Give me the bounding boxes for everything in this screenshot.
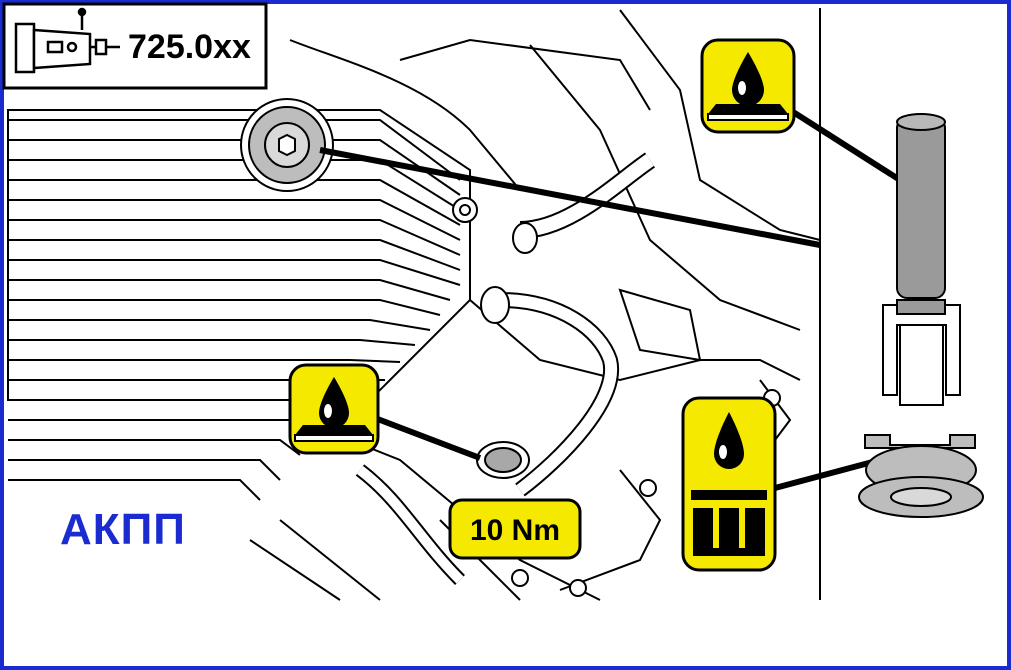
transmission-icon: [14, 7, 120, 74]
leader-lines: [319, 107, 902, 491]
model-header: 725.0xx: [2, 2, 268, 90]
transmission-label: АКПП: [60, 505, 186, 554]
oil-drain-icon: [288, 363, 380, 455]
fill-plug: [240, 98, 334, 192]
drain-plug-seal: [858, 434, 984, 518]
torque-badge: 10 Nm: [448, 498, 582, 560]
torque-value: 10 Nm: [470, 514, 560, 547]
oil-plug-seal-icon: [681, 396, 777, 572]
oil-filler-tube: [882, 113, 961, 406]
transmission-model: 725.0xx: [128, 28, 251, 66]
cooler-pipes: [355, 152, 656, 585]
cooler-fins: [7, 109, 471, 501]
drain-plug: [476, 441, 530, 479]
oil-level-icon: [700, 38, 796, 134]
